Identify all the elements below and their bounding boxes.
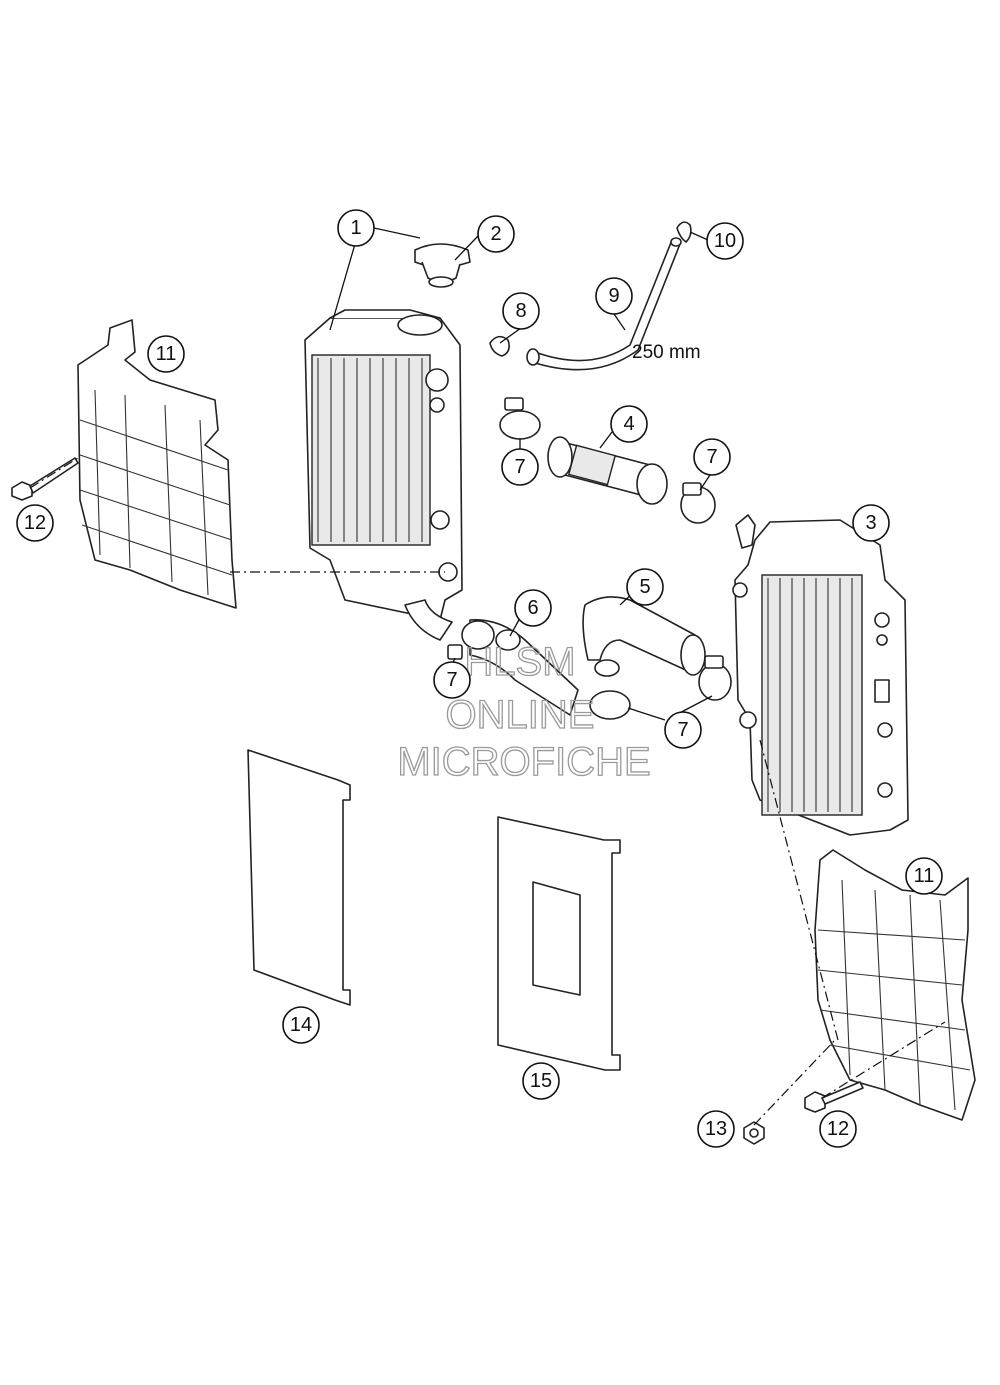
- radiator-grille-left: [247, 749, 351, 1006]
- alignment-line-right-bolt: [821, 1021, 946, 1099]
- callout-11-right: 11: [905, 857, 943, 895]
- hose-clip: [489, 335, 510, 357]
- svg-text:7: 7: [706, 446, 717, 468]
- bolt-left: [11, 457, 79, 501]
- hose-connector: [547, 436, 668, 505]
- svg-text:2: 2: [490, 223, 501, 245]
- svg-text:1: 1: [350, 217, 361, 239]
- bolt-right: [804, 1081, 864, 1113]
- svg-text:MICROFICHE: MICROFICHE: [397, 740, 650, 784]
- svg-text:10: 10: [714, 230, 736, 252]
- svg-text:11: 11: [156, 343, 177, 365]
- watermark: HLSM ONLINE MICROFICHE: [397, 639, 652, 784]
- svg-text:HLSM: HLSM: [464, 640, 575, 684]
- svg-text:12: 12: [827, 1118, 849, 1140]
- callout-9: 9: [595, 277, 633, 315]
- svg-text:15: 15: [530, 1070, 552, 1092]
- nut: [743, 1121, 765, 1145]
- callout-11-left: 11: [147, 335, 185, 373]
- svg-text:7: 7: [446, 669, 457, 691]
- radiator-hose-lower: [461, 619, 579, 716]
- svg-text:14: 14: [290, 1014, 312, 1036]
- svg-text:11: 11: [914, 865, 935, 887]
- overflow-hose: [526, 237, 682, 371]
- svg-text:7: 7: [514, 456, 525, 478]
- svg-text:4: 4: [623, 413, 634, 435]
- svg-text:7: 7: [677, 719, 688, 741]
- callout-2: 2: [477, 215, 515, 253]
- callout-8: 8: [502, 292, 540, 330]
- radiator-cap: [414, 243, 471, 288]
- hose-clip-small: [676, 221, 692, 243]
- radiator-grille-right: [497, 816, 621, 1071]
- alignment-line-left-bolt: [29, 457, 79, 489]
- hose-clamps: [447, 397, 732, 720]
- callout-15: 15: [522, 1062, 560, 1100]
- hose-length-dimension: 250 mm: [632, 342, 701, 363]
- callout-6: 6: [514, 589, 552, 627]
- callout-10: 10: [706, 222, 744, 260]
- callout-7-lower-right: 7: [664, 711, 702, 749]
- svg-text:ONLINE: ONLINE: [446, 693, 595, 737]
- alignment-line-right: [759, 739, 839, 1041]
- callout-12-right: 12: [819, 1110, 857, 1148]
- alignment-line-right-nut: [753, 1039, 836, 1126]
- right-radiator-shroud: [814, 849, 976, 1121]
- right-radiator: [732, 514, 909, 836]
- svg-text:6: 6: [527, 597, 538, 619]
- callout-14: 14: [282, 1006, 320, 1044]
- radiator-hose-upper: [582, 596, 706, 676]
- svg-text:12: 12: [24, 512, 46, 534]
- callout-7-upper-right: 7: [693, 438, 731, 476]
- callout-7-upper-left: 7: [501, 448, 539, 486]
- svg-text:13: 13: [705, 1118, 727, 1140]
- callout-5: 5: [626, 568, 664, 606]
- callout-3: 3: [852, 504, 890, 542]
- callout-1: 1: [337, 209, 375, 247]
- left-radiator: [304, 309, 463, 641]
- svg-text:9: 9: [608, 285, 619, 307]
- callout-7-lower-left: 7: [433, 661, 471, 699]
- svg-text:5: 5: [639, 576, 650, 598]
- left-radiator-shroud: [77, 319, 237, 609]
- callout-13: 13: [697, 1110, 735, 1148]
- svg-text:8: 8: [515, 300, 526, 322]
- callout-12-left: 12: [16, 504, 54, 542]
- callout-4: 4: [610, 405, 648, 443]
- svg-text:3: 3: [865, 512, 876, 534]
